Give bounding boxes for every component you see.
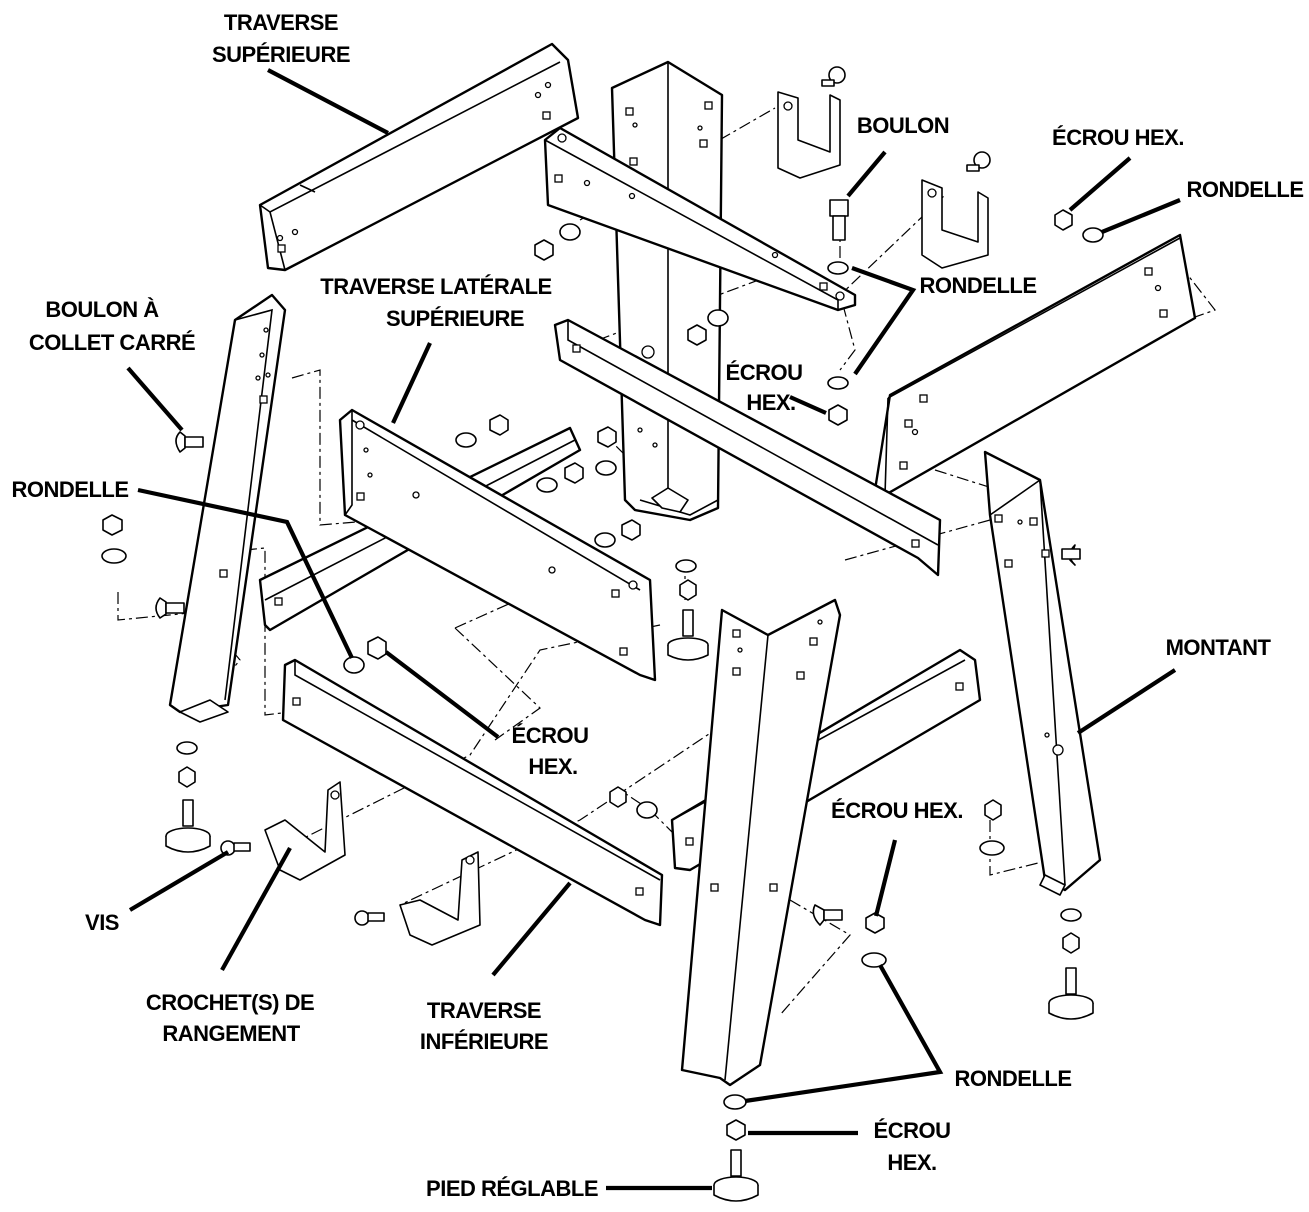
label-rondelle-mid: RONDELLE — [920, 273, 1037, 298]
label-traverse-laterale-1: TRAVERSE LATÉRALE — [320, 274, 551, 299]
montant-droit — [983, 450, 1102, 896]
label-vis: VIS — [85, 910, 119, 935]
montant-gauche — [168, 293, 287, 723]
montant-arriere — [610, 60, 724, 522]
traverse-superieure-part — [258, 42, 580, 272]
label-pied-reglable: PIED RÉGLABLE — [426, 1176, 598, 1201]
label-rondelle-bottom: RONDELLE — [955, 1066, 1072, 1091]
label-ecrou-hex-mid-1: ÉCROU — [726, 360, 803, 385]
label-boulon-collet-1: BOULON À — [45, 297, 159, 322]
label-ecrou-hex-mid-2: HEX. — [746, 390, 795, 415]
label-traverse-superieure-1: TRAVERSE — [224, 10, 338, 35]
ecrous-rondelles — [101, 209, 1104, 1141]
label-boulon: BOULON — [857, 113, 949, 138]
traverse-laterale-superieure-part — [258, 408, 657, 682]
label-rondelle-left: RONDELLE — [12, 477, 129, 502]
label-crochet-1: CROCHET(S) DE — [146, 990, 314, 1015]
traverse-centrale — [553, 318, 942, 577]
label-ecrou-hex-bottom-1: ÉCROU — [874, 1118, 951, 1143]
traverse-arriere — [543, 126, 857, 312]
label-traverse-inferieure-2: INFÉRIEURE — [420, 1029, 548, 1054]
label-traverse-laterale-2: SUPÉRIEURE — [386, 306, 524, 331]
label-ecrou-hex-right: ÉCROU HEX. — [831, 798, 963, 823]
label-traverse-superieure-2: SUPÉRIEURE — [212, 42, 350, 67]
label-ecrou-hex-center-1: ÉCROU — [512, 723, 589, 748]
leader-lines — [126, 68, 1181, 1191]
boulons — [155, 66, 1081, 926]
label-crochet-2: RANGEMENT — [162, 1021, 300, 1046]
traverse-inferieure-part — [281, 658, 664, 927]
part-labels: TRAVERSE SUPÉRIEURE BOULON À COLLET CARR… — [12, 10, 1305, 1201]
label-montant: MONTANT — [1166, 635, 1272, 660]
label-rondelle-top-right: RONDELLE — [1187, 177, 1304, 202]
label-ecrou-hex-bottom-2: HEX. — [887, 1150, 936, 1175]
label-traverse-inferieure-1: TRAVERSE — [427, 998, 541, 1023]
pieds-reglables — [165, 609, 1094, 1202]
label-ecrou-hex-center-2: HEX. — [528, 754, 577, 779]
montant-avant — [680, 598, 842, 1087]
label-ecrou-hex-top: ÉCROU HEX. — [1052, 125, 1184, 150]
label-boulon-collet-2: COLLET CARRÉ — [29, 330, 195, 355]
